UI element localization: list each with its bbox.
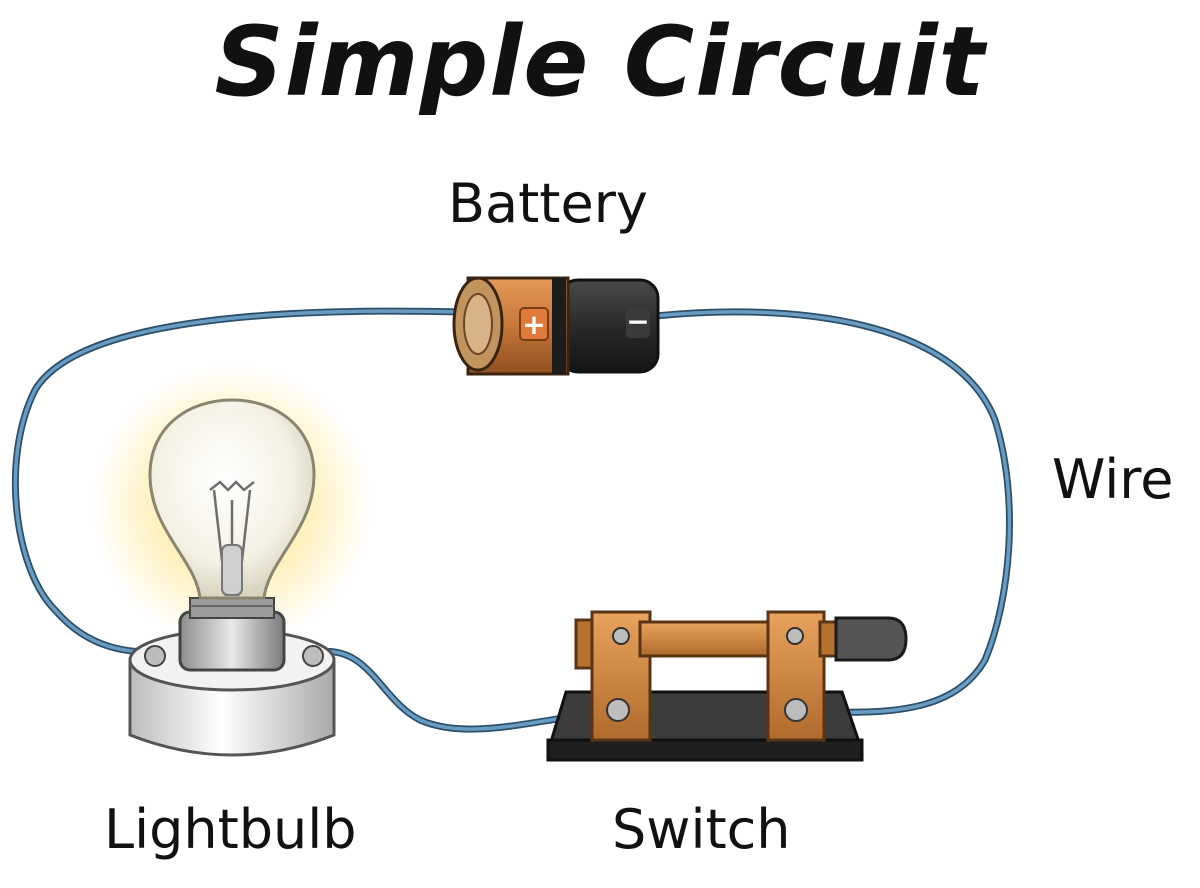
lightbulb-label: Lightbulb (104, 798, 357, 861)
switch-screw-top-right (786, 627, 804, 645)
switch-screw-bottom-left (606, 698, 630, 722)
wire-loop (11, 307, 1013, 733)
switch-screw-top-left (612, 627, 630, 645)
battery: + − (452, 276, 660, 376)
switch-handle (834, 616, 908, 662)
switch-label: Switch (612, 798, 791, 861)
wire-label: Wire (1052, 448, 1174, 511)
battery-positive-sign: + (522, 308, 545, 341)
bulb-screw-right (302, 645, 324, 667)
knife-switch (546, 610, 908, 762)
lightbulb (92, 365, 372, 757)
battery-label: Battery (448, 172, 648, 235)
switch-screw-bottom-right (784, 698, 808, 722)
battery-negative-sign: − (626, 305, 649, 338)
diagram-title: Simple Circuit (214, 6, 986, 118)
bulb-screw-left (144, 645, 166, 667)
